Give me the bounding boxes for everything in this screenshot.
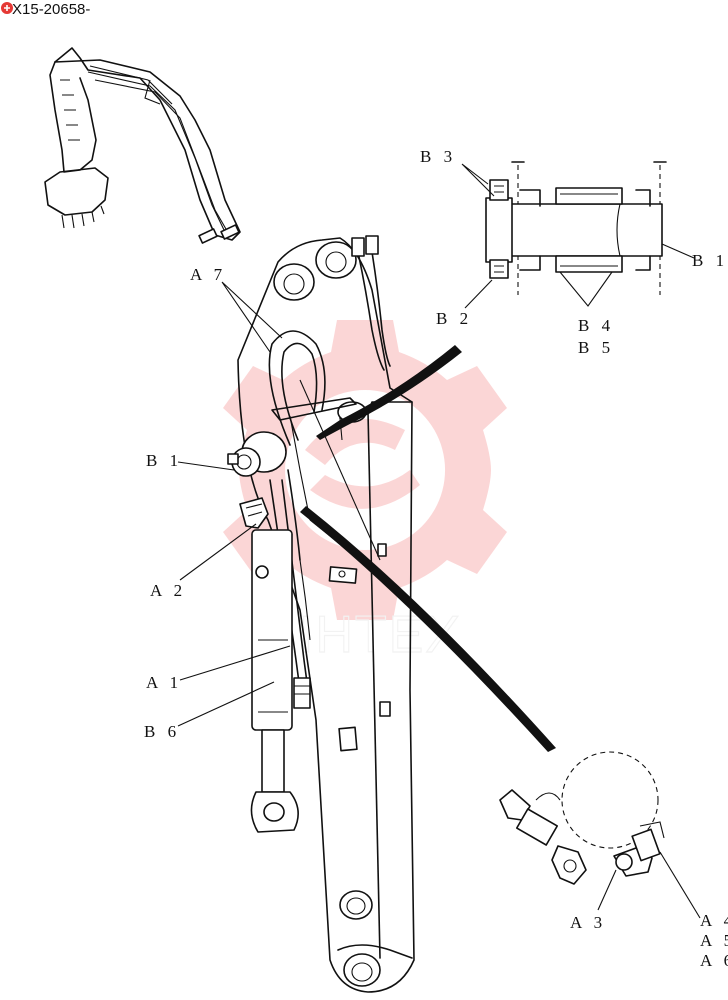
nut-a3: [515, 808, 559, 846]
main-callouts: A 7 B 1 A 2 A 1 B 6: [144, 265, 226, 741]
detail-circle: [561, 751, 659, 849]
clamp-1: [328, 566, 358, 584]
callout-b1-main: B 1: [146, 451, 182, 470]
callout-b2: B 2: [436, 309, 472, 328]
boss-top-right: [315, 241, 357, 279]
part-code: X15-20658-: [12, 1, 90, 18]
clamp-4: [377, 543, 387, 557]
fitting-detail-a: A 3 A 4 A 5 A 6: [499, 751, 728, 970]
callout-a7: A 7: [190, 265, 226, 284]
boss-lower: [339, 890, 373, 920]
callout-a6: A 6: [700, 951, 728, 970]
zoom-leader: [300, 345, 556, 752]
callout-b3: B 3: [420, 147, 456, 166]
callout-a4: A 4: [700, 911, 728, 930]
callout-b1-detail: B 1: [692, 251, 728, 270]
hose-fitting-2: [365, 235, 379, 255]
callout-a3: A 3: [570, 913, 606, 932]
pin-shaft: [493, 203, 663, 257]
hex-a3: [551, 845, 587, 885]
pin-plate: [485, 197, 513, 263]
clamp-3: [379, 701, 391, 717]
excavator-thumbnail: [44, 47, 241, 244]
main-leaders: [177, 281, 291, 727]
pin-detail-b: B 3 B 2 B 1 B 4 B 5: [420, 147, 728, 357]
clamp-2: [338, 726, 358, 752]
callout-a5: A 5: [700, 931, 728, 950]
bolt-nut: [489, 259, 509, 279]
callout-b5: B 5: [578, 338, 614, 357]
callout-a2: A 2: [150, 581, 186, 600]
hose-fitting-b6: [293, 677, 311, 709]
callout-a1: A 1: [146, 673, 182, 692]
cylinder-body: [251, 529, 293, 731]
hose-fitting-1: [351, 237, 365, 257]
elbow-fitting-a2: [239, 497, 269, 529]
nut-a5: [631, 828, 661, 862]
o-ring-a6: [615, 853, 633, 871]
watermark-text: LIHTEX: [268, 606, 462, 664]
boss-bottom: [343, 953, 381, 987]
callout-b4: B 4: [578, 316, 614, 335]
cylinder-rod: [261, 729, 285, 793]
bushing-bottom: [555, 255, 623, 273]
gear-icon: [223, 320, 507, 620]
boss-top-left: [273, 263, 315, 301]
bushing-top: [555, 187, 623, 205]
arm-assembly: [227, 235, 421, 993]
header: X15-20658-: [1, 1, 90, 18]
plus-icon: [4, 5, 10, 11]
callout-b6: B 6: [144, 722, 180, 741]
bolt-head: [489, 179, 509, 201]
